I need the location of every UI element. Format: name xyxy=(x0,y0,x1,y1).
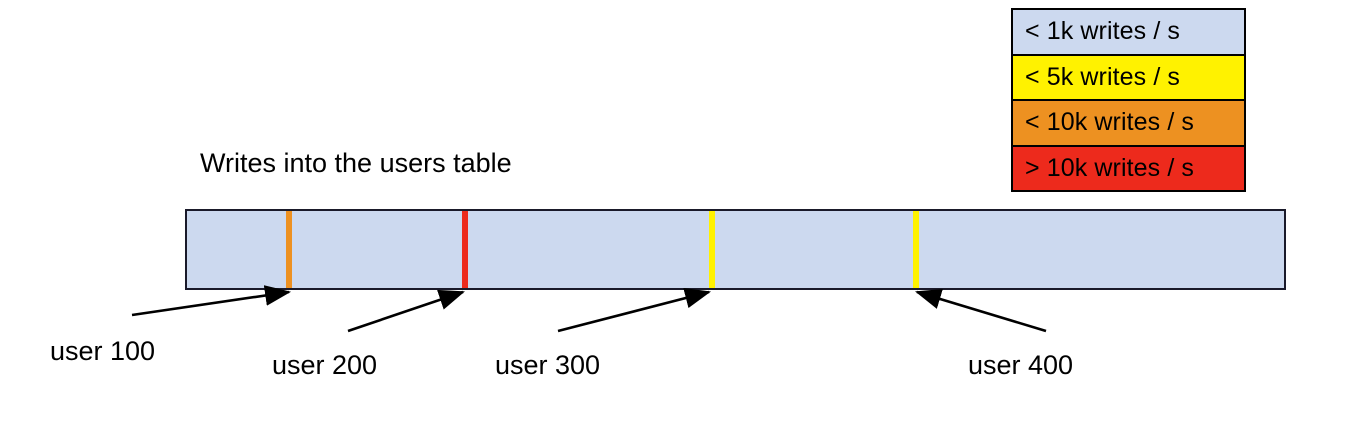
bar-stripe-user-200 xyxy=(462,211,468,288)
callout-label-user-100: user 100 xyxy=(50,336,156,366)
bar-stripe-user-100 xyxy=(286,211,292,288)
legend-label: > 10k writes / s xyxy=(1025,153,1195,182)
legend-row-over-10k: > 10k writes / s xyxy=(1013,146,1244,190)
callout-label-user-300: user 300 xyxy=(495,350,601,380)
callout-label-user-400: user 400 xyxy=(968,350,1074,380)
arrow-user-400 xyxy=(915,288,1047,333)
diagram-caption: Writes into the users table xyxy=(200,148,512,178)
arrow-user-300 xyxy=(557,287,712,333)
users-table-bar xyxy=(185,209,1286,290)
bar-stripe-user-400 xyxy=(913,211,919,288)
callout-label-user-200: user 200 xyxy=(272,350,378,380)
write-rate-legend: < 1k writes / s < 5k writes / s < 10k wr… xyxy=(1011,8,1246,192)
legend-row-under-5k: < 5k writes / s xyxy=(1013,55,1244,101)
legend-row-under-1k: < 1k writes / s xyxy=(1013,10,1244,56)
legend-label: < 10k writes / s xyxy=(1025,108,1195,137)
arrow-user-200 xyxy=(347,289,465,333)
legend-row-under-10k: < 10k writes / s xyxy=(1013,101,1244,147)
legend-label: < 1k writes / s xyxy=(1025,17,1181,46)
arrow-user-100 xyxy=(131,285,292,317)
bar-stripe-user-300 xyxy=(709,211,715,288)
legend-label: < 5k writes / s xyxy=(1025,62,1181,91)
